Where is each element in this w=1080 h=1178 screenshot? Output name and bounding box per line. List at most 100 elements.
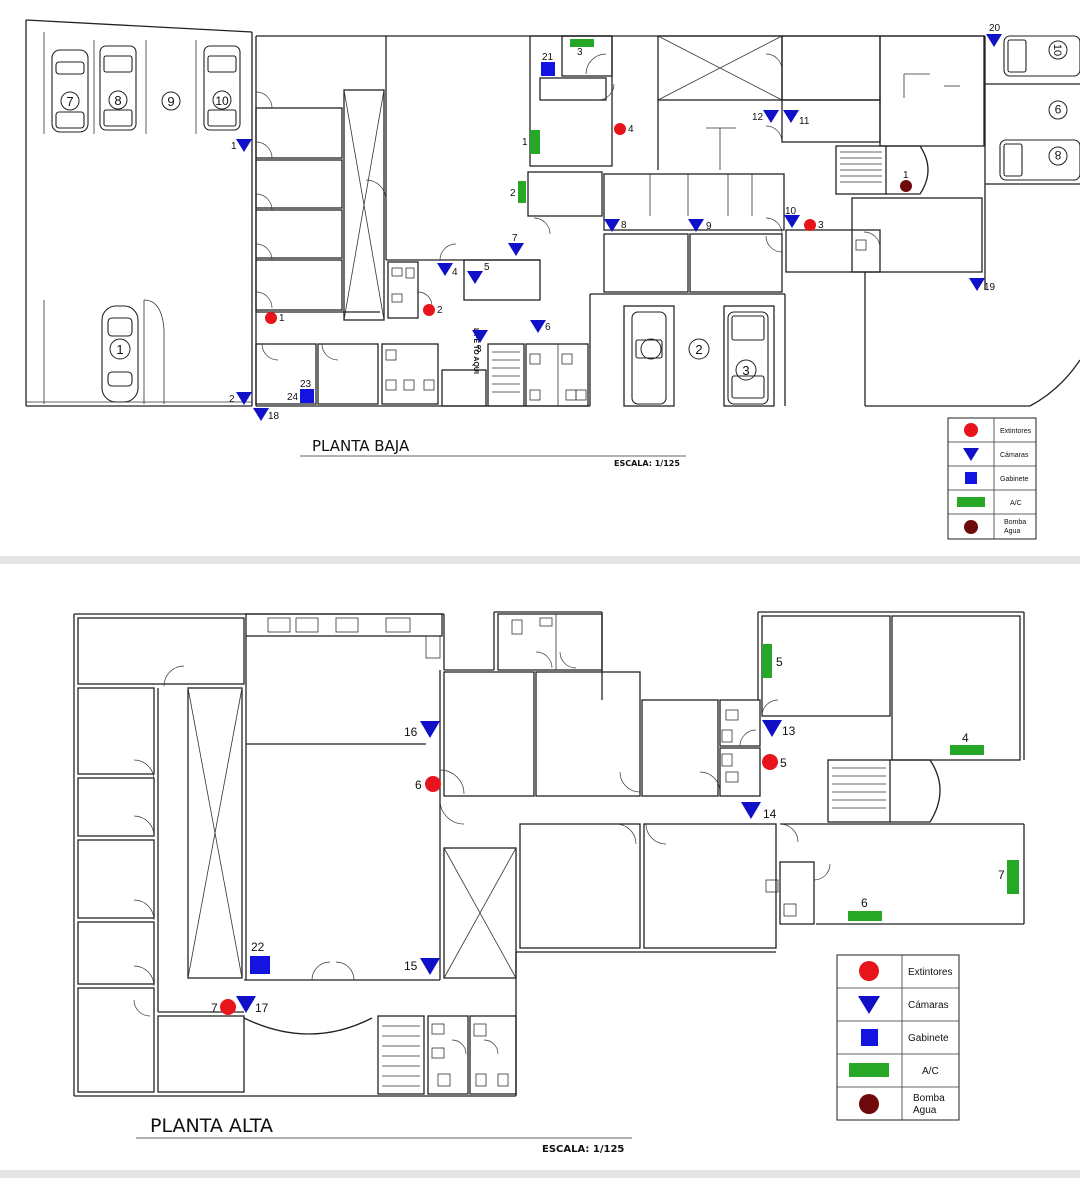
legend-gabinete-label: Gabinete <box>908 1033 949 1044</box>
parking-number-8-right: 8 <box>1054 148 1061 162</box>
camera-label: 12 <box>752 112 764 123</box>
left-rooms-upper <box>77 617 245 1093</box>
parking-number-7: 7 <box>66 94 73 109</box>
extintor-symbol <box>762 754 778 770</box>
legend-gabinete-symbol <box>861 1029 878 1046</box>
legend-ac-label: A/C <box>1010 500 1022 507</box>
gabinete-label: 24 <box>287 392 299 403</box>
extintor-label: 5 <box>780 756 787 770</box>
parking-number-8: 8 <box>114 93 121 108</box>
legend-ac-symbol <box>849 1063 889 1077</box>
sheet-bottom-band <box>0 1170 1080 1178</box>
atrium-upper <box>157 687 440 1035</box>
camera-symbol <box>986 34 1002 47</box>
parking-number-10-right: 10 <box>1051 44 1063 56</box>
ac-label: 1 <box>522 137 528 148</box>
camera-symbol <box>236 392 252 405</box>
legend-bomba-symbol <box>964 520 978 534</box>
camera-symbol <box>437 263 453 276</box>
extintor-label: 7 <box>211 1001 218 1015</box>
left-rooms-ground <box>255 91 380 405</box>
legend-bomba-label-line2: Agua <box>1004 528 1020 535</box>
camera-symbol <box>530 320 546 333</box>
camera-label: 9 <box>706 221 712 232</box>
extintor-label: 6 <box>415 778 422 792</box>
stairs-restrooms-upper <box>377 1015 517 1095</box>
washroom-blocks-ground <box>381 217 589 407</box>
legend-extintor-label: Extintores <box>908 967 952 978</box>
parking-number-1: 1 <box>116 342 123 357</box>
camera-label: 18 <box>268 411 280 422</box>
ac-symbol <box>848 911 882 921</box>
ac-symbol <box>518 181 526 203</box>
legend-ac-symbol <box>957 497 985 507</box>
extintor-label: 4 <box>628 124 634 135</box>
camera-label: 17 <box>255 1001 269 1015</box>
extintor-label: 1 <box>279 313 285 324</box>
camera-symbol <box>969 278 985 291</box>
parking-bottom-ground <box>623 305 775 407</box>
parking-number-2: 2 <box>695 342 702 357</box>
camera-symbol <box>688 219 704 232</box>
bomba-symbol <box>900 180 912 192</box>
legend-bomba-label-line1: Bomba <box>1004 519 1026 526</box>
camera-symbol <box>741 802 761 819</box>
legend-camara-symbol <box>858 996 880 1014</box>
legend-ac-label: A/C <box>922 1066 939 1077</box>
legend-gabinete-label: Gabinete <box>1000 476 1029 483</box>
camera-label: 13 <box>782 724 796 738</box>
extintor-symbol <box>265 312 277 324</box>
camera-label: 8 <box>621 220 627 231</box>
camera-label: 6 <box>545 322 551 333</box>
ac-label: 6 <box>861 896 868 910</box>
camera-symbol <box>604 219 620 232</box>
ac-symbol <box>530 130 540 154</box>
ac-label: 2 <box>510 188 516 199</box>
right-block-ground <box>781 35 985 273</box>
camera-label: 11 <box>799 116 810 127</box>
legend-camara-label: Cámaras <box>908 1000 949 1011</box>
extintor-label: 2 <box>437 305 443 316</box>
extintor-symbol <box>425 776 441 792</box>
extintor-symbol <box>220 999 236 1015</box>
planta-baja-title: PLANTA BAJA <box>312 437 410 455</box>
ac-label: 5 <box>776 655 783 669</box>
camera-symbol <box>784 215 800 228</box>
parking-numbers-ground <box>60 40 1068 381</box>
bomba-label: 1 <box>903 170 909 181</box>
camera-symbol <box>420 721 440 738</box>
parking-area-top-left <box>25 19 253 407</box>
camera-symbol <box>783 110 799 123</box>
camera-label: 3 <box>476 344 482 355</box>
legend-extintor-symbol <box>859 961 879 981</box>
legend-bomba-symbol <box>859 1094 879 1114</box>
gabinete-label: 22 <box>251 940 265 954</box>
legend-camara-label: Cámaras <box>1000 452 1029 459</box>
camera-symbol <box>236 996 256 1013</box>
camera-label: 14 <box>763 807 777 821</box>
camera-label: 16 <box>404 725 418 739</box>
gabinete-symbol <box>300 389 314 403</box>
atrium-ground <box>343 36 540 321</box>
parking-number-9-right: 9 <box>1054 102 1061 116</box>
legend-gabinete-symbol <box>965 472 977 484</box>
ac-label: 4 <box>962 731 969 745</box>
legend-bomba-label-line1: Bomba <box>913 1093 945 1104</box>
extintor-symbol <box>614 123 626 135</box>
planta-baja-scale: ESCALA: 1/125 <box>614 459 680 468</box>
building-outline-ground <box>255 35 1080 407</box>
building-outline-upper <box>73 611 1025 1097</box>
gabinete-symbol <box>541 62 555 76</box>
camera-symbol <box>420 958 440 975</box>
camera-label: 2 <box>229 394 235 405</box>
camera-symbol <box>763 110 779 123</box>
extintor-label: 3 <box>818 220 824 231</box>
parking-number-10: 10 <box>215 94 229 108</box>
camera-label: 10 <box>785 206 797 217</box>
camera-label: 19 <box>984 282 996 293</box>
upper-offices-ground <box>527 35 785 293</box>
gabinete-symbol <box>250 956 270 974</box>
camera-symbol <box>253 408 269 421</box>
